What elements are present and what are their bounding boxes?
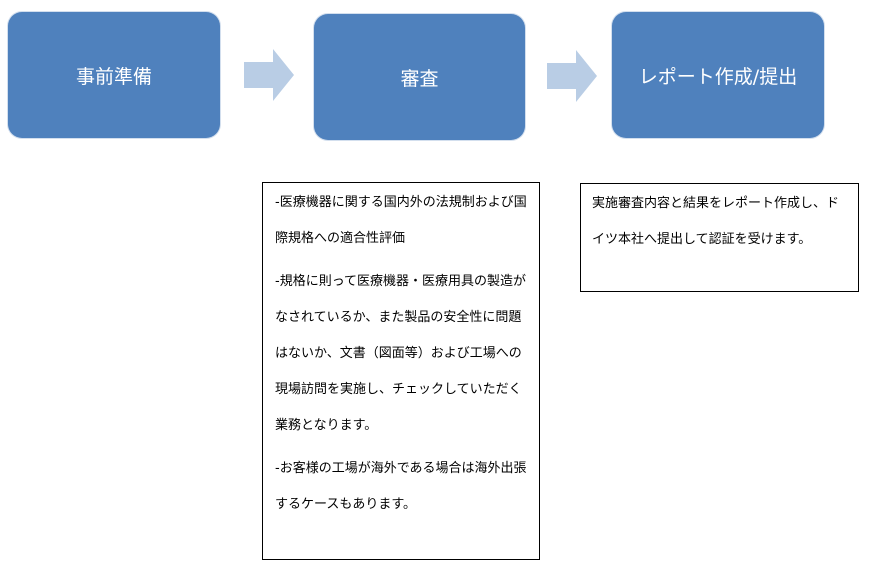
stage-review-label: 審査: [400, 67, 439, 90]
stage-report-submission-label: レポート作成/提出: [638, 65, 798, 88]
review-description-paragraph: -医療機器に関する国内外の法規制および国際規格への適合性評価: [275, 195, 527, 246]
stage-preparation-label: 事前準備: [75, 65, 152, 88]
review-description-box: -医療機器に関する国内外の法規制および国際規格への適合性評価 -規格に則って医療…: [262, 182, 540, 560]
right-arrow-icon: [244, 49, 294, 101]
report-description-text: 実施審査内容と結果をレポート作成し、ドイツ本社へ提出して認証を受けます。: [592, 196, 840, 247]
right-arrow-icon: [547, 50, 597, 102]
review-description-paragraph: -お客様の工場が海外である場合は海外出張するケースもあります。: [275, 461, 527, 512]
stage-preparation: 事前準備: [8, 12, 220, 138]
report-description-box: 実施審査内容と結果をレポート作成し、ドイツ本社へ提出して認証を受けます。: [580, 183, 859, 292]
stage-report-submission: レポート作成/提出: [612, 12, 824, 138]
stage-review: 審査: [314, 14, 525, 140]
review-description-paragraph: -規格に則って医療機器・医療用具の製造がなされているか、また製品の安全性に問題は…: [275, 274, 527, 433]
